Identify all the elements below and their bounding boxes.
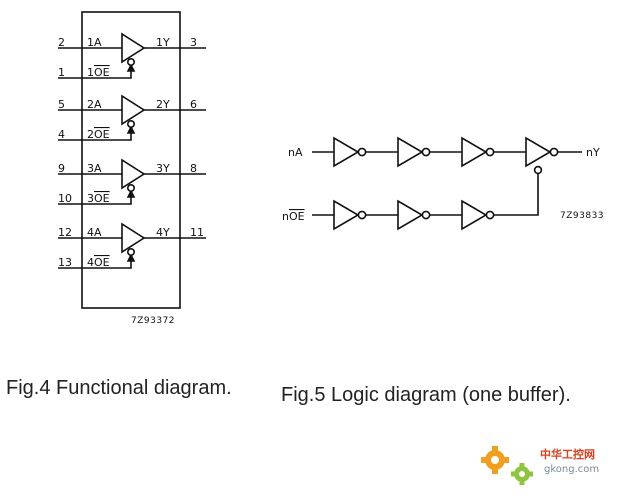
oe-arrow xyxy=(126,125,136,134)
oe-label: 1OE xyxy=(87,66,110,79)
input-label: 4A xyxy=(87,226,102,239)
buffer-triangle xyxy=(121,94,146,126)
input-pin-number: 9 xyxy=(58,162,65,175)
buffer-triangle xyxy=(121,158,146,190)
input-pin-number: 2 xyxy=(58,36,65,49)
oe-arrow xyxy=(126,189,136,198)
fig5-input-label: nA xyxy=(288,146,303,159)
gear-icon xyxy=(511,463,533,485)
gear-icon xyxy=(481,446,509,474)
output-pin-number: 3 xyxy=(190,36,197,49)
buffer-row: 5 2A 2Y 6 4 2OE xyxy=(58,94,206,141)
oe-bubble xyxy=(533,165,543,175)
fig4-caption: Fig.4 Functional diagram. xyxy=(6,377,232,399)
inverter-gate xyxy=(333,199,367,231)
oe-bubble xyxy=(127,120,136,129)
gkong-watermark-logo: 中华工控网 gkong.com xyxy=(481,446,599,485)
buffer-row: 9 3A 3Y 8 10 3OE xyxy=(58,158,206,205)
enable-wire xyxy=(494,174,539,216)
input-label: 3A xyxy=(87,162,102,175)
fig5-logic-diagram xyxy=(312,136,582,231)
inverter-gate xyxy=(333,136,367,168)
buffer-triangle xyxy=(121,32,146,64)
fig5-output-label: nY xyxy=(586,146,600,159)
buffer-triangle xyxy=(121,222,146,254)
inverter-gate xyxy=(397,136,431,168)
inverter-gate xyxy=(397,199,431,231)
oe-pin-number: 13 xyxy=(58,256,72,269)
tristate-buffer xyxy=(525,136,582,175)
fig5-oe-label: nOE xyxy=(282,210,305,223)
oe-pin-number: 4 xyxy=(58,128,65,141)
output-label: 3Y xyxy=(156,162,170,175)
output-label: 4Y xyxy=(156,226,170,239)
watermark-text: 中华工控网 xyxy=(540,447,595,461)
oe-pin-number: 10 xyxy=(58,192,72,205)
oe-arrow xyxy=(126,63,136,72)
output-pin-number: 6 xyxy=(190,98,197,111)
output-pin-number: 8 xyxy=(190,162,197,175)
input-pin-number: 5 xyxy=(58,98,65,111)
fig5-code: 7Z93833 xyxy=(560,211,604,221)
oe-line xyxy=(58,132,132,141)
input-pin-number: 12 xyxy=(58,226,72,239)
output-label: 2Y xyxy=(156,98,170,111)
oe-pin-number: 1 xyxy=(58,66,65,79)
oe-line xyxy=(58,196,132,205)
oe-line xyxy=(58,260,132,269)
output-pin-number: 11 xyxy=(190,226,204,239)
output-label: 1Y xyxy=(156,36,170,49)
oe-bubble xyxy=(127,57,136,66)
oe-arrow xyxy=(126,253,136,262)
buffer-row: 2 1A 1Y 3 1 1OE xyxy=(58,32,206,79)
buffer-row: 12 4A 4Y 11 13 4OE xyxy=(58,222,206,269)
fig4-code: 7Z93372 xyxy=(131,316,175,326)
inverter-gate xyxy=(461,136,495,168)
oe-label: 3OE xyxy=(87,192,110,205)
oe-bubble xyxy=(127,184,136,193)
ic-body-outline xyxy=(81,11,181,309)
input-label: 2A xyxy=(87,98,102,111)
oe-label: 4OE xyxy=(87,256,110,269)
oe-bubble xyxy=(127,248,136,257)
fig5-caption: Fig.5 Logic diagram (one buffer). xyxy=(281,384,571,406)
oe-label: 2OE xyxy=(87,128,110,141)
inverter-gate xyxy=(461,199,495,231)
watermark-url: gkong.com xyxy=(544,464,599,475)
oe-line xyxy=(58,70,132,79)
input-label: 1A xyxy=(87,36,102,49)
